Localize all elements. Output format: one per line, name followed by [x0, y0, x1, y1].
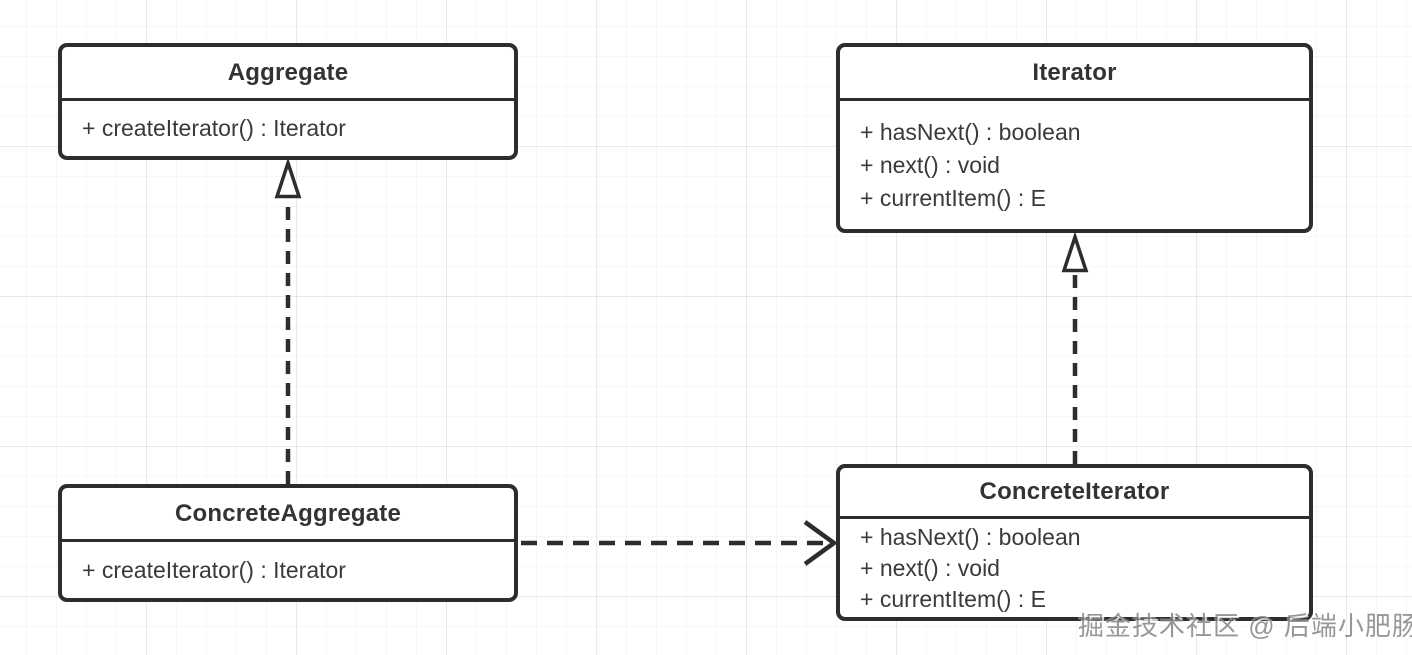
method-hasnext: + hasNext() : boolean	[860, 523, 1081, 550]
members-concrete-iterator: + hasNext() : boolean + next() : void + …	[840, 519, 1309, 617]
dependency-arrow-concreteaggregate-to-concreteiterator	[521, 520, 838, 566]
class-name-iterator: Iterator	[840, 47, 1309, 101]
method-hasnext: + hasNext() : boolean	[860, 118, 1081, 145]
class-name-concrete-iterator: ConcreteIterator	[840, 468, 1309, 519]
class-box-iterator: Iterator + hasNext() : boolean + next() …	[836, 43, 1313, 233]
method-next: + next() : void	[860, 554, 1000, 581]
class-name-concrete-aggregate: ConcreteAggregate	[62, 488, 514, 542]
realization-arrow-concreteaggregate-to-aggregate	[274, 157, 302, 484]
class-box-aggregate: Aggregate + createIterator() : Iterator	[58, 43, 518, 160]
method-createiterator: + createIterator() : Iterator	[82, 556, 346, 583]
method-currentitem: + currentItem() : E	[860, 585, 1046, 612]
class-box-concrete-aggregate: ConcreteAggregate + createIterator() : I…	[58, 484, 518, 602]
class-box-concrete-iterator: ConcreteIterator + hasNext() : boolean +…	[836, 464, 1313, 621]
members-concrete-aggregate: + createIterator() : Iterator	[62, 542, 514, 598]
method-createiterator: + createIterator() : Iterator	[82, 115, 346, 141]
members-aggregate: + createIterator() : Iterator	[62, 101, 514, 156]
method-currentitem: + currentItem() : E	[860, 184, 1046, 211]
realization-arrow-concreteiterator-to-iterator	[1061, 231, 1089, 464]
watermark: 掘金技术社区 @ 后端小肥肠	[1078, 611, 1412, 641]
method-next: + next() : void	[860, 151, 1000, 178]
members-iterator: + hasNext() : boolean + next() : void + …	[840, 101, 1309, 229]
class-name-aggregate: Aggregate	[62, 47, 514, 101]
